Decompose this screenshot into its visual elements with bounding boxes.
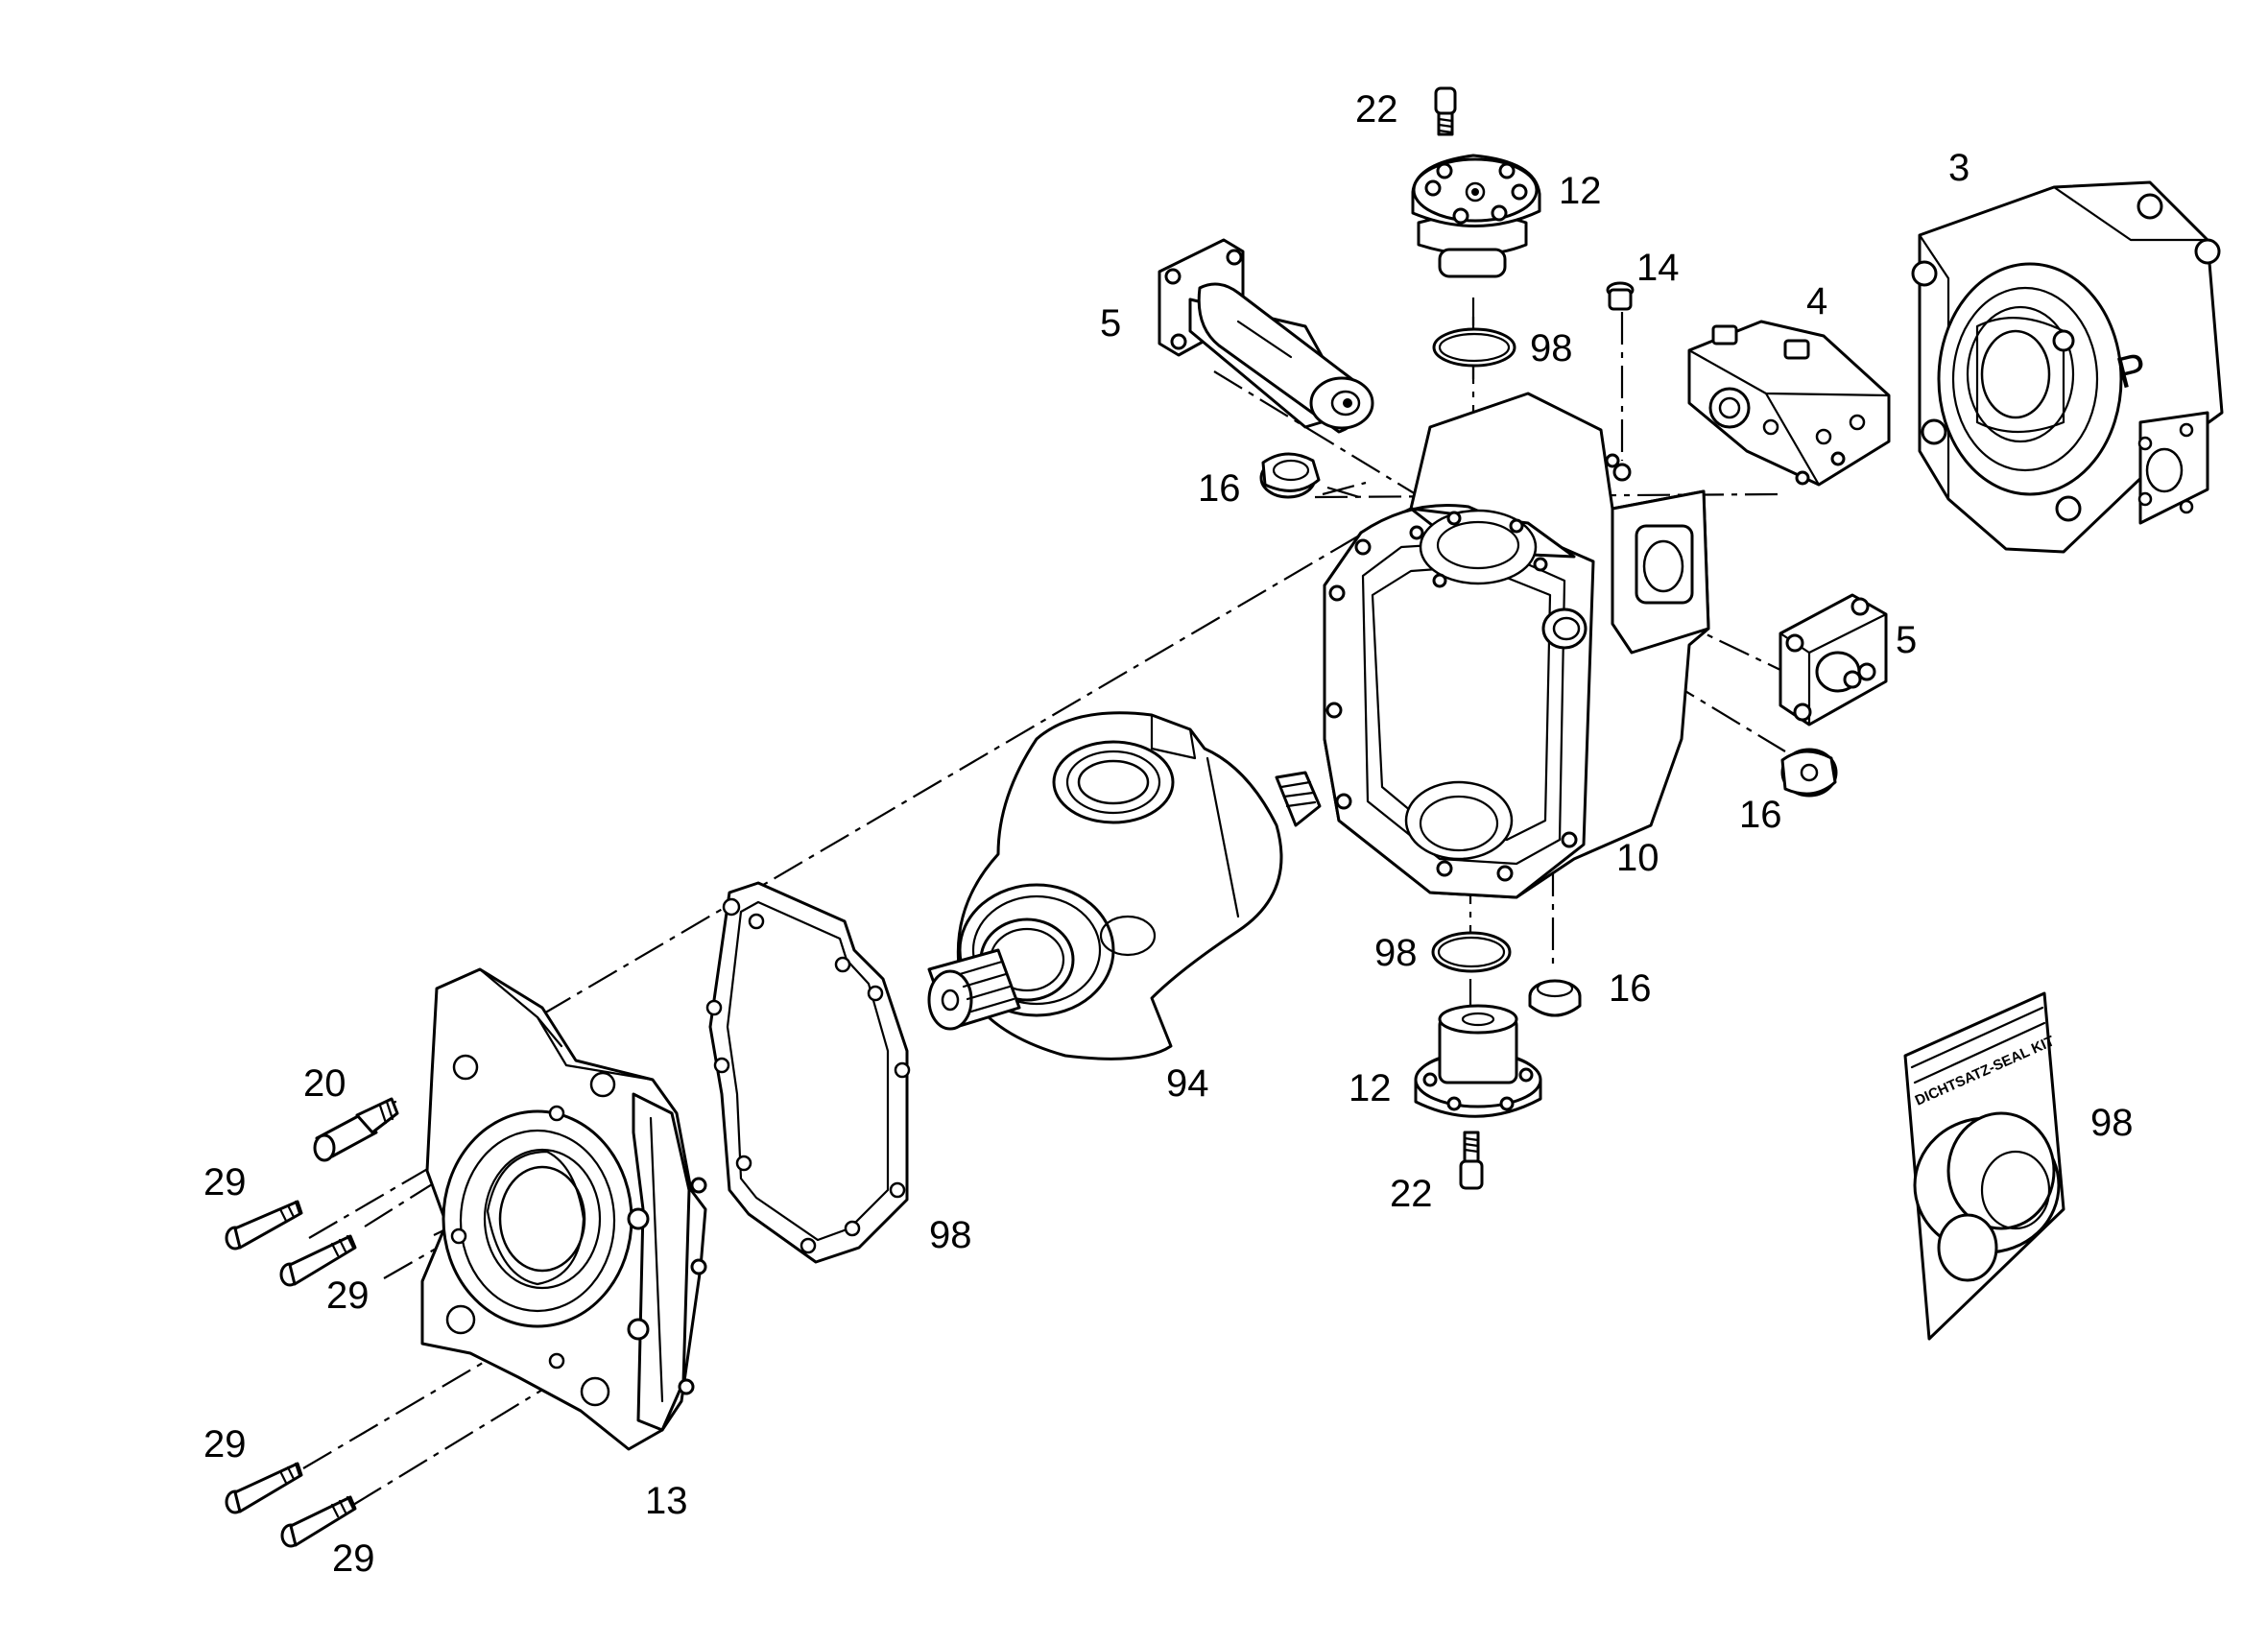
plug-part-14: [1606, 281, 1635, 311]
flange-part-13: [420, 967, 707, 1451]
plug-part-16-right: [1780, 748, 1838, 798]
callout-29-d: 29: [332, 1537, 375, 1580]
callout-98-top: 98: [1530, 327, 1573, 369]
rotating-group-part-94: [927, 711, 1322, 1060]
screw-part-29-b: [279, 1234, 357, 1287]
callout-29-c: 29: [203, 1423, 247, 1465]
screw-part-22-top: [1434, 86, 1457, 136]
screw-part-29-c: [225, 1462, 303, 1514]
callout-16-right: 16: [1739, 794, 1782, 836]
port-plate-part-3: [1911, 180, 2224, 554]
valve-block-part-4: [1687, 320, 1891, 487]
callout-labels: 22 12 3 14 4 5 98 16 5 16 10 98 16 12 22…: [203, 88, 2134, 1580]
callout-98-mid: 98: [1374, 932, 1418, 974]
callout-29-b: 29: [326, 1275, 370, 1317]
plug-part-16-left: [1259, 452, 1321, 499]
callout-5-right: 5: [1896, 619, 1917, 661]
callout-10: 10: [1616, 837, 1659, 879]
callout-98-kit: 98: [2090, 1102, 2134, 1144]
screw-part-22-bottom: [1459, 1131, 1484, 1190]
callout-14: 14: [1636, 247, 1680, 289]
callout-5-left: 5: [1100, 302, 1121, 345]
callout-12-top: 12: [1559, 170, 1602, 212]
screw-part-29-a: [225, 1200, 303, 1251]
seal-kit-bag-part-98: DICHTSATZ-SEAL KIT: [1903, 991, 2065, 1341]
gasket-part-98: [705, 881, 911, 1264]
plug-part-16-bottom: [1528, 979, 1582, 1017]
callout-22-top: 22: [1355, 88, 1398, 131]
servo-part-5-left: [1158, 238, 1374, 434]
callout-13: 13: [645, 1480, 688, 1522]
cover-part-12-bottom: [1414, 1004, 1542, 1118]
oring-part-98-top: [1432, 327, 1516, 368]
callout-16-left: 16: [1198, 467, 1241, 510]
servo-cover-part-5-right: [1779, 593, 1888, 727]
callout-22-bottom: 22: [1390, 1173, 1433, 1215]
callout-3: 3: [1948, 147, 1970, 189]
callout-29-a: 29: [203, 1161, 247, 1203]
callout-98-gasket: 98: [929, 1214, 972, 1256]
screw-part-29-d: [280, 1495, 357, 1548]
callout-12-bottom: 12: [1349, 1067, 1392, 1109]
callout-20: 20: [303, 1062, 346, 1105]
oring-part-98-mid: [1431, 931, 1512, 973]
housing-part-10: [1323, 392, 1710, 899]
screw-part-20: [313, 1097, 399, 1162]
cover-part-12-top: [1411, 154, 1541, 278]
callout-4: 4: [1806, 280, 1827, 322]
callout-94: 94: [1166, 1062, 1209, 1105]
callout-16-bottom: 16: [1609, 967, 1652, 1010]
